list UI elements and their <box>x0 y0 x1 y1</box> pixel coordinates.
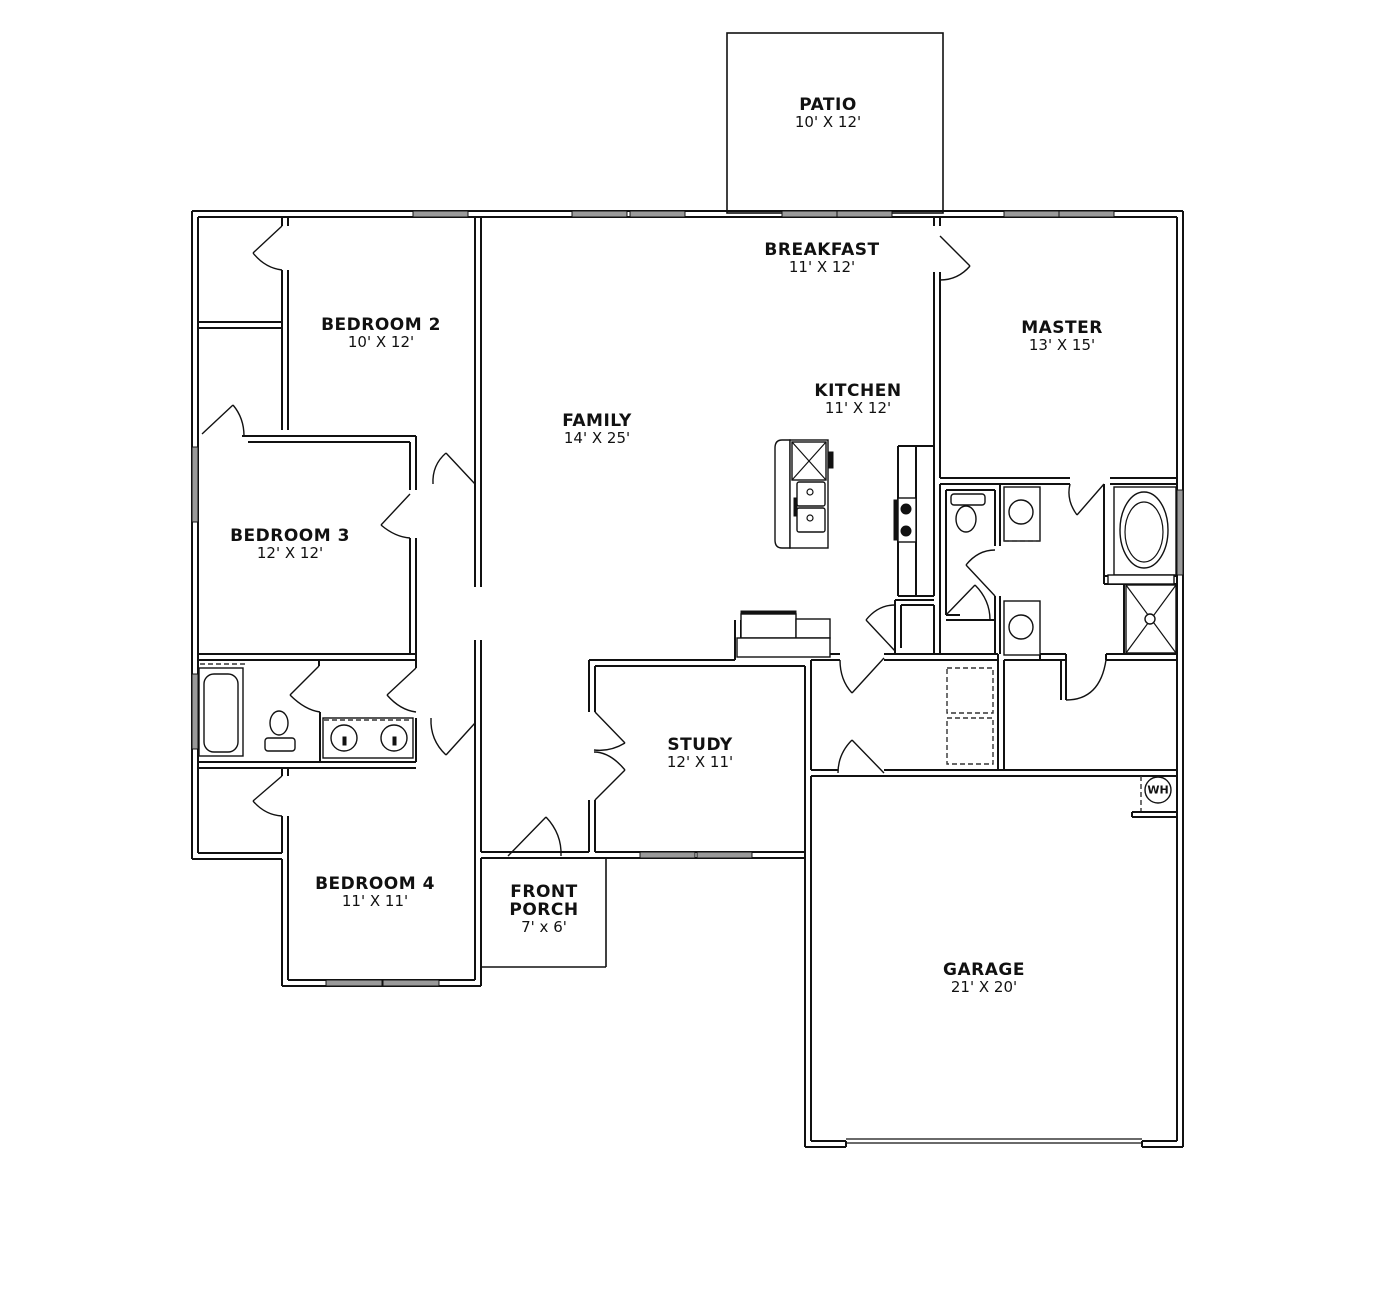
room-dimensions: 12' X 12' <box>256 543 324 562</box>
windows <box>191 210 1184 987</box>
doors <box>201 225 1107 857</box>
room-label-breakfast: BREAKFAST 11' X 12' <box>764 240 880 276</box>
front-porch-outline <box>481 858 607 968</box>
fixtures <box>198 439 1177 804</box>
room-name: BEDROOM 2 <box>321 315 441 335</box>
room-name: STUDY <box>667 735 733 755</box>
room-name: GARAGE <box>943 960 1025 980</box>
room-dimensions: 14' X 25' <box>563 428 631 447</box>
room-dimensions: 21' X 20' <box>950 977 1018 996</box>
interior-walls <box>198 217 1177 980</box>
room-label-garage: GARAGE 21' X 20' <box>943 960 1025 996</box>
room-label-kitchen: KITCHEN 11' X 12' <box>814 381 902 417</box>
room-name: MASTER <box>1021 318 1103 338</box>
room-dimensions: 11' X 11' <box>341 891 409 910</box>
room-name: BEDROOM 3 <box>230 526 350 546</box>
room-dimensions: 11' X 12' <box>824 398 892 417</box>
room-dimensions: 11' X 12' <box>788 257 856 276</box>
room-dimensions: 10' X 12' <box>794 112 862 131</box>
room-name: KITCHEN <box>814 381 902 401</box>
water-heater-label: WH <box>1147 783 1169 797</box>
room-label-bedroom-4: BEDROOM 4 11' X 11' <box>315 874 435 910</box>
room-label-study: STUDY 12' X 11' <box>666 735 734 771</box>
room-dimensions: 12' X 11' <box>666 752 734 771</box>
room-name-line1: FRONT <box>510 882 578 902</box>
room-name-line2: PORCH <box>509 899 579 920</box>
room-dimensions: 13' X 15' <box>1028 335 1096 354</box>
room-name: BREAKFAST <box>764 240 880 260</box>
room-label-master: MASTER 13' X 15' <box>1021 318 1103 354</box>
room-label-patio: PATIO 10' X 12' <box>794 95 862 131</box>
room-name: PATIO <box>799 95 857 115</box>
room-label-family: FAMILY 14' X 25' <box>562 411 632 447</box>
room-name: BEDROOM 4 <box>315 874 435 894</box>
room-label-bedroom-2: BEDROOM 2 10' X 12' <box>321 315 441 351</box>
room-dimensions: 10' X 12' <box>347 332 415 351</box>
room-dimensions: 7' x 6' <box>521 917 567 936</box>
room-label-bedroom-3: BEDROOM 3 12' X 12' <box>230 526 350 562</box>
room-name: FAMILY <box>562 411 632 431</box>
room-label-front-porch: FRONT PORCH 7' x 6' <box>509 882 579 936</box>
